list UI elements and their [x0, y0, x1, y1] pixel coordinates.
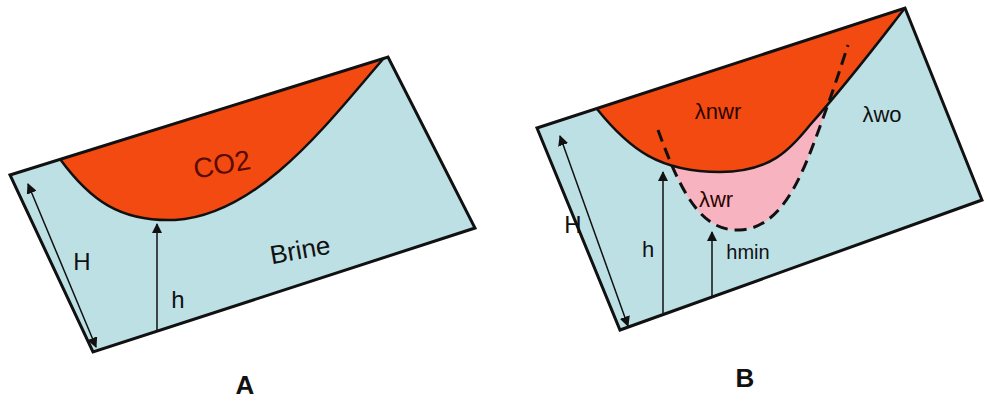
- thickness-arrow: [28, 184, 96, 347]
- thickness-arrow: [560, 136, 628, 326]
- panel-letter: B: [736, 365, 755, 391]
- height-arrow: [662, 172, 664, 313]
- brine-region: [537, 8, 982, 330]
- dimension-label: h: [171, 288, 184, 312]
- min-height-arrow: [711, 232, 713, 296]
- max-extent-curve: [658, 45, 848, 230]
- panel-letter: A: [236, 372, 255, 398]
- dimension-label: H: [73, 250, 90, 274]
- interface-curve: [597, 8, 905, 172]
- co2-plume: [597, 8, 905, 172]
- brine-region: [10, 57, 475, 352]
- interface-curve: [60, 58, 384, 220]
- aquifer-outline: [10, 57, 475, 352]
- dimension-label: hmin: [726, 242, 769, 262]
- mobility-label: λwr: [699, 189, 733, 211]
- dimension-label: H: [564, 213, 581, 237]
- mobility-label: λnwr: [695, 101, 741, 123]
- mobility-label: λwo: [862, 104, 901, 126]
- co2-plume: [60, 58, 384, 220]
- aquifer-outline: [537, 8, 982, 330]
- height-arrow: [156, 224, 158, 330]
- dimension-label: h: [642, 239, 654, 261]
